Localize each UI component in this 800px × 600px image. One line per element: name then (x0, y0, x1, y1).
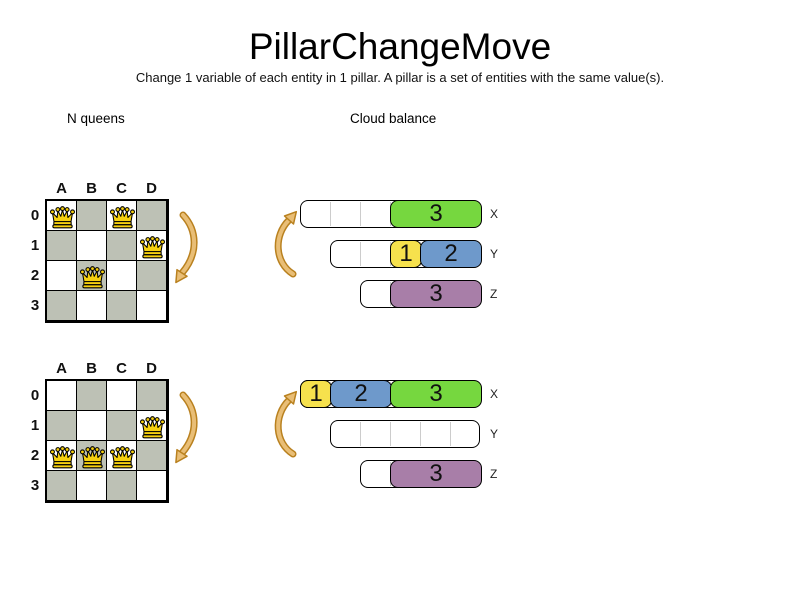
computer-label: Z (490, 287, 498, 301)
queen (108, 202, 136, 230)
column-label: A (56, 360, 67, 377)
pillar-move-arrow-down-icon (175, 391, 198, 464)
column-label: C (116, 180, 127, 197)
nqueens-board-before: A B C D 0 1 2 3 (27, 180, 227, 342)
row-label: 3 (30, 477, 40, 494)
board-cell (77, 411, 107, 441)
board-cell (47, 381, 77, 411)
capacity-gridline (360, 202, 361, 226)
board-cell (77, 471, 107, 501)
board-cell (77, 231, 107, 261)
board-cell (77, 201, 107, 231)
pillar-move-arrow-up-icon (274, 210, 298, 278)
computer-label: Y (490, 247, 499, 261)
queen-icon (49, 205, 75, 228)
column-label: B (86, 360, 97, 377)
capacity-gridline (360, 242, 361, 266)
queen (138, 232, 166, 260)
queen (48, 442, 76, 470)
queen-icon (109, 445, 135, 468)
board-cell (137, 471, 167, 501)
process-block: 3 (390, 280, 482, 308)
row-label: 2 (30, 447, 40, 464)
computer-bar: 3 (360, 460, 482, 488)
process-block: 2 (330, 380, 392, 408)
board-cell (107, 471, 137, 501)
process-block: 1 (390, 240, 422, 268)
queen (108, 442, 136, 470)
board-cell (47, 471, 77, 501)
row-label: 3 (30, 297, 40, 314)
queen-icon (139, 415, 165, 438)
board-cell (137, 261, 167, 291)
capacity-gridline (330, 202, 331, 226)
capacity-gridline (360, 422, 361, 446)
queen-icon (109, 205, 135, 228)
pillar-move-arrow-down-icon (175, 211, 198, 284)
section-label-cloudbalance: Cloud balance (350, 111, 437, 126)
computer-bar: 3 (360, 280, 482, 308)
board-cell (107, 231, 137, 261)
capacity-gridline (420, 422, 421, 446)
board-cell (137, 441, 167, 471)
capacity-gridline (450, 422, 451, 446)
pillar-move-arrow-up-icon (274, 390, 298, 458)
column-label: A (56, 180, 67, 197)
chessboard (45, 199, 169, 323)
computer-label: X (490, 207, 499, 221)
nqueens-board-after: A B C D 0 1 2 3 (27, 360, 227, 522)
board-cell (77, 291, 107, 321)
queen-icon (79, 445, 105, 468)
board-cell (47, 291, 77, 321)
board-cell (47, 261, 77, 291)
row-label: 0 (30, 207, 40, 224)
board-cell (107, 261, 137, 291)
board-cell (107, 411, 137, 441)
board-cell (47, 231, 77, 261)
board-cell (107, 381, 137, 411)
computer-label: X (490, 387, 499, 401)
board-cell (137, 381, 167, 411)
queen-icon (139, 235, 165, 258)
process-block: 3 (390, 380, 482, 408)
page-subtitle: Change 1 variable of each entity in 1 pi… (135, 70, 665, 85)
board-cell (77, 381, 107, 411)
chessboard (45, 379, 169, 503)
page-title: PillarChangeMove (248, 26, 552, 67)
queen (48, 202, 76, 230)
process-block: 2 (420, 240, 482, 268)
computer-bar: 3 (300, 200, 482, 228)
queen-icon (79, 265, 105, 288)
capacity-gridline (390, 422, 391, 446)
board-cell (47, 411, 77, 441)
process-block: 3 (390, 200, 482, 228)
board-cell (137, 291, 167, 321)
column-label: D (146, 180, 157, 197)
board-cell (107, 291, 137, 321)
column-label: C (116, 360, 127, 377)
computer-label: Z (490, 467, 498, 481)
process-block: 3 (390, 460, 482, 488)
row-label: 1 (30, 237, 40, 254)
computer-bar (330, 420, 480, 448)
board-cell (137, 201, 167, 231)
queen-icon (49, 445, 75, 468)
row-label: 2 (30, 267, 40, 284)
row-label: 0 (30, 387, 40, 404)
column-label: B (86, 180, 97, 197)
queen (138, 412, 166, 440)
queen (78, 262, 106, 290)
computer-label: Y (490, 427, 499, 441)
queen (78, 442, 106, 470)
section-label-nqueens: N queens (67, 111, 125, 126)
process-block: 1 (300, 380, 332, 408)
row-label: 1 (30, 417, 40, 434)
column-label: D (146, 360, 157, 377)
